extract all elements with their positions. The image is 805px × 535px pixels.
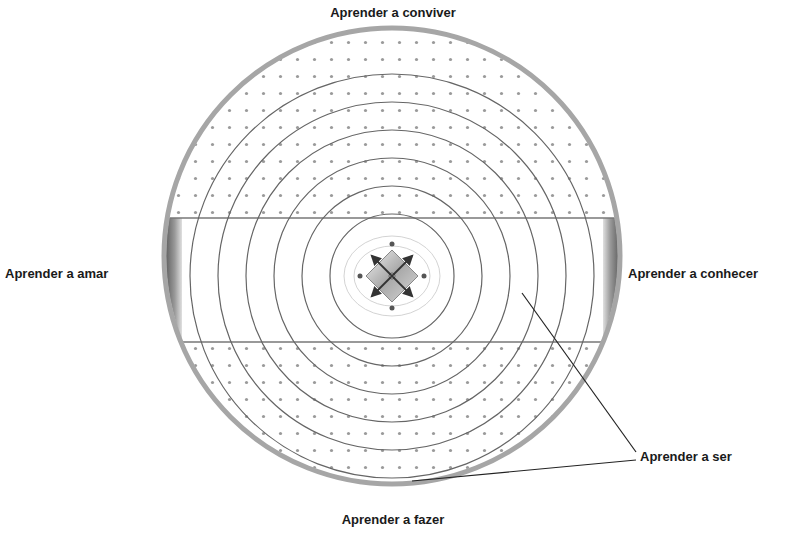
dotted-region [160, 28, 626, 218]
leader-lines [412, 293, 636, 481]
section-label: Aprender a ser [640, 449, 732, 465]
circle-interior [160, 28, 626, 488]
section-label: Aprender a conviver [330, 5, 456, 21]
concentric-rings [190, 74, 594, 478]
section-label: Aprender a fazer [342, 512, 445, 528]
section-label: Aprender a conhecer [628, 266, 758, 282]
section-label: Aprender a amar [5, 266, 108, 282]
center-symbol [358, 242, 427, 311]
outer-ring [164, 28, 620, 484]
faint-rings [344, 236, 440, 316]
central-band [160, 218, 626, 342]
